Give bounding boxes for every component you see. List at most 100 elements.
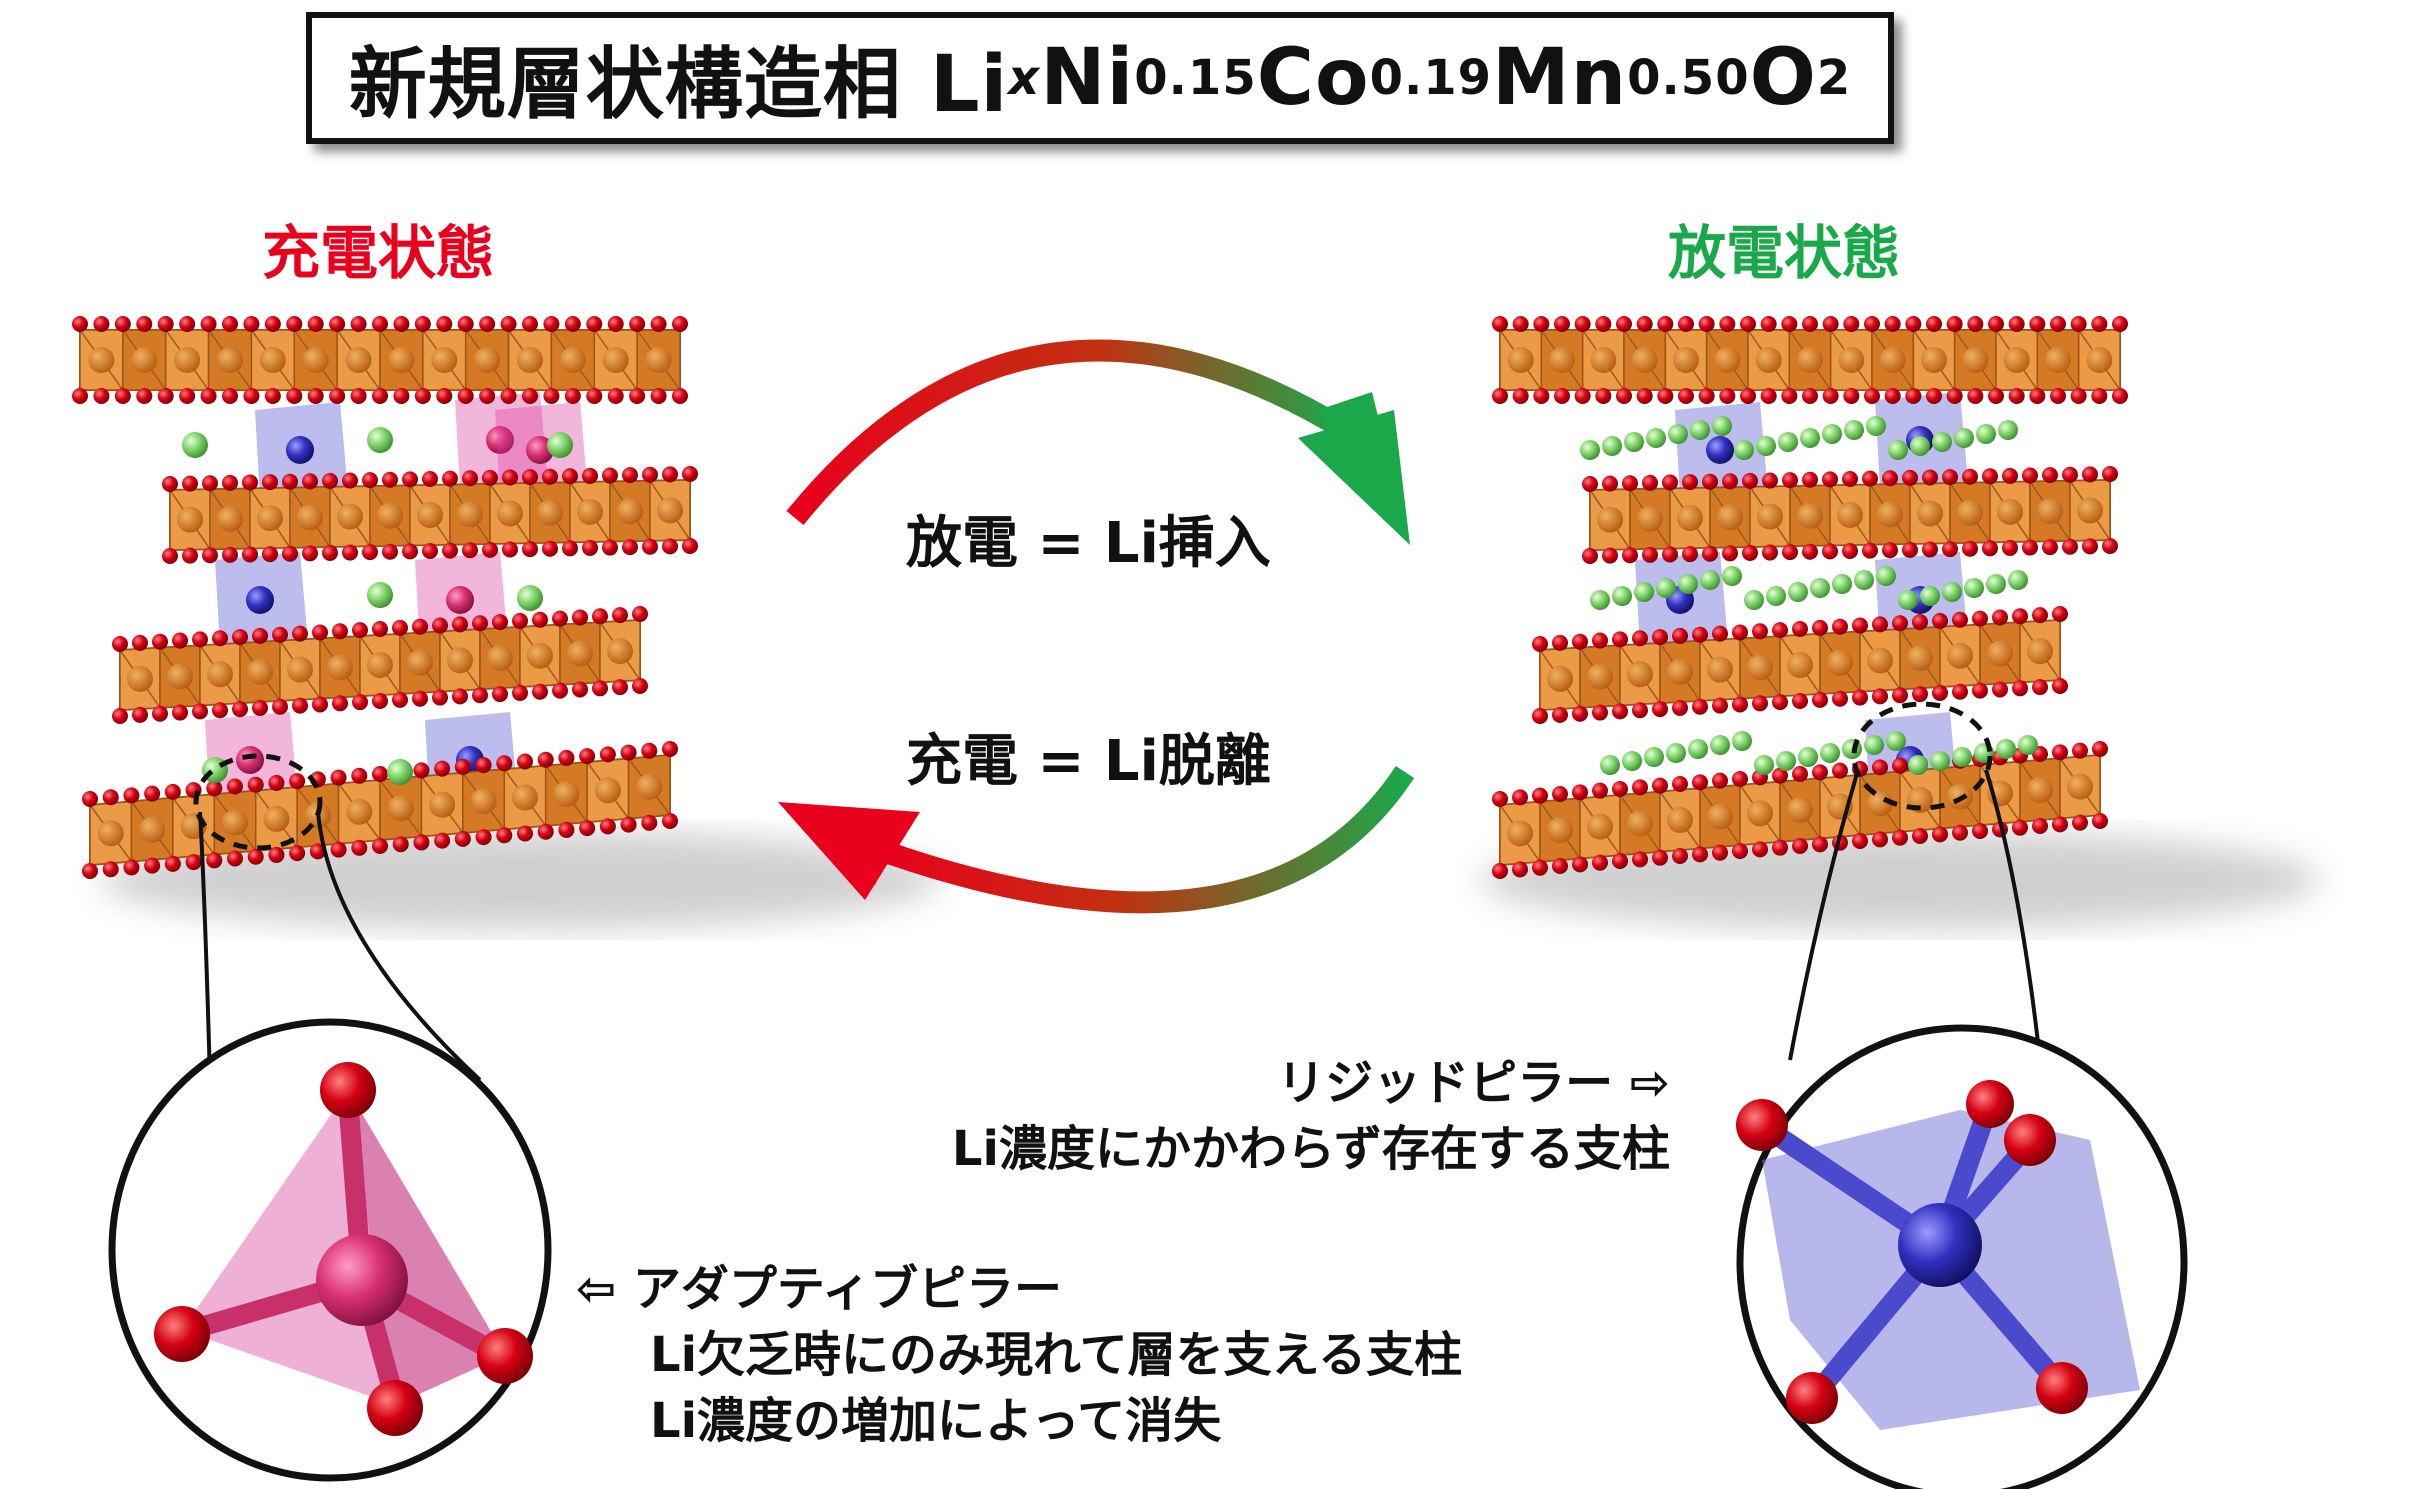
oxygen-atom [206, 852, 223, 869]
oxygen-atom [1832, 618, 1848, 635]
lithium-atom [1634, 582, 1654, 602]
metal-atom [1838, 347, 1865, 373]
metal-atom [517, 347, 543, 373]
oxygen-atom [1672, 776, 1688, 792]
oxygen-atom [1926, 388, 1942, 404]
oxygen-atom [650, 316, 667, 332]
oxygen-atom [599, 818, 616, 835]
oxygen-atom [202, 475, 218, 492]
oxygen-atom [564, 388, 581, 404]
metal-atom [1907, 645, 1933, 672]
oxygen-atom [2012, 680, 2028, 697]
oxygen-atom [1772, 694, 1788, 711]
octahedral-center-atom [1898, 1203, 1982, 1287]
oxygen-atom [1592, 704, 1608, 721]
oxygen-atom [602, 467, 618, 484]
zoom-marker-circle [193, 753, 323, 851]
metal-atom [2027, 638, 2053, 665]
oxygen-atom [472, 687, 488, 704]
oxygen-atom [1802, 471, 1818, 488]
oxygen-atom [452, 616, 468, 633]
oxygen-atom [1842, 471, 1858, 487]
lithium-atom [2008, 570, 2028, 590]
oxygen-atom [332, 623, 348, 640]
oxygen-atom [1662, 546, 1678, 563]
oxygen-atom [1582, 476, 1598, 492]
metal-atom [1507, 820, 1533, 847]
metal-atom [259, 347, 286, 373]
metal-atom [1507, 347, 1534, 373]
oxygen-atom [382, 543, 398, 560]
oxygen-atom [1822, 316, 1839, 332]
metal-atom [1797, 347, 1823, 373]
oxygen-atom [2082, 466, 2098, 483]
oxygen-atom [1843, 388, 1860, 404]
metal-atom [1587, 813, 1613, 840]
metal-atom [1917, 500, 1943, 527]
oxygen-atom [1595, 316, 1612, 332]
oxygen-atom [1632, 779, 1648, 796]
oxygen-atom [662, 538, 678, 555]
oxygen-atom [1692, 698, 1708, 715]
metal-atom [1717, 504, 1743, 531]
oxygen-atom [1752, 695, 1768, 712]
oxygen-atom [543, 388, 560, 404]
oxygen-atom [454, 758, 471, 775]
metal-atom [257, 505, 283, 532]
oxygen-atom [330, 769, 347, 786]
oxygen-atom [252, 627, 268, 644]
oxygen-atom [620, 744, 637, 761]
lithium-atom [1712, 416, 1732, 436]
title-mn: Mn [1492, 33, 1628, 123]
pillar-center-atom [236, 746, 264, 774]
oxygen-atom [2050, 316, 2066, 332]
oxygen-atom [607, 316, 624, 332]
metal-atom [1947, 642, 1973, 669]
metal-atom [346, 798, 373, 825]
oxygen-atom [247, 776, 264, 793]
oxygen-atom [462, 470, 478, 487]
oxygen-atom [2102, 538, 2118, 554]
oxygen-atom [1822, 543, 1838, 560]
lithium-atom [1832, 574, 1852, 594]
oxygen-atom [432, 689, 448, 706]
oxygen-atom [200, 316, 217, 332]
oxygen-atom [302, 545, 318, 562]
oxygen-atom [1740, 316, 1756, 332]
oxygen-atom [1652, 629, 1668, 646]
lithium-atom [1732, 731, 1752, 751]
oxygen-atom [1532, 636, 1548, 652]
oxygen-atom [1612, 853, 1628, 869]
oxygen-atom [1512, 316, 1529, 332]
cycle-arrows [778, 339, 1415, 914]
oxygen-atom [542, 540, 558, 557]
adaptive-pillar-title: ⇦ アダプティブピラー [576, 1261, 1063, 1317]
oxygen-atom [222, 474, 238, 491]
oxygen-atom [492, 686, 508, 703]
oxygen-atom [1988, 388, 2004, 404]
lithium-atom [1754, 755, 1774, 775]
oxygen-atom [442, 470, 458, 487]
metal-atom [1962, 347, 1989, 373]
oxygen-atom [1802, 388, 1818, 404]
metal-atom [2003, 347, 2030, 373]
oxygen-atom [2050, 388, 2066, 404]
oxygen-atom [179, 388, 196, 404]
metal-atom [1714, 347, 1741, 373]
oxygen-atom [1772, 767, 1788, 784]
metal-atom [297, 504, 323, 531]
oxygen-atom [164, 783, 181, 800]
metal-atom [1667, 807, 1693, 833]
lithium-atom [1666, 743, 1686, 763]
metal-atom [617, 498, 643, 525]
oxygen-atom [202, 547, 218, 564]
oxygen-atom [502, 469, 518, 486]
oxygen-atom [582, 467, 598, 484]
oxygen-atom [1732, 624, 1748, 641]
oxygen-atom [602, 539, 618, 556]
metal-atom [1677, 505, 1703, 532]
metal-atom [1549, 347, 1575, 373]
oxygen-atom [1905, 316, 1922, 332]
oxygen-atom [312, 696, 328, 713]
metal-atom [1707, 803, 1733, 830]
